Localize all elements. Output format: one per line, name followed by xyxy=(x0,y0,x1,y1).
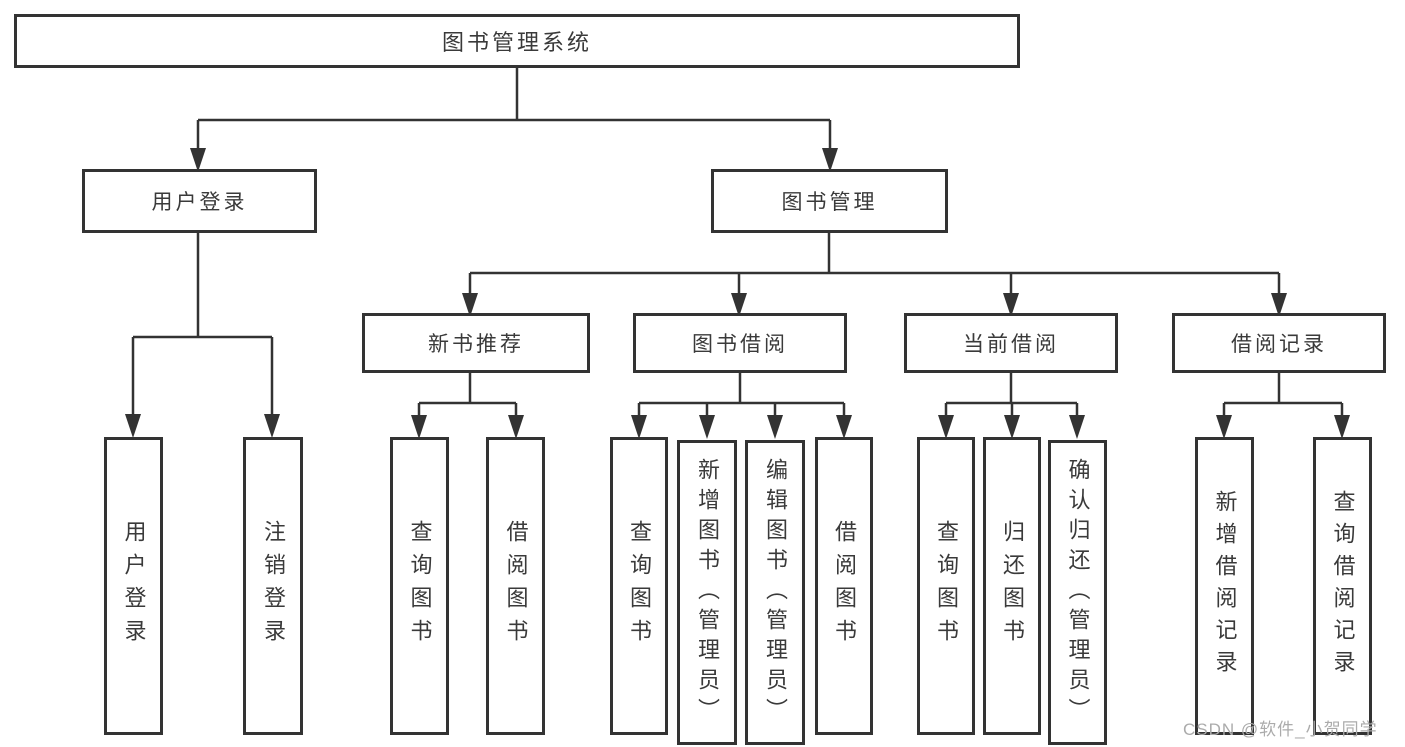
node-add-borrow-record: 新增借阅记录 xyxy=(1195,437,1254,735)
arrow-down-icon xyxy=(125,414,141,438)
node-add-book-admin: 新增图书（管理员） xyxy=(677,440,737,745)
arrow-down-icon xyxy=(264,414,280,438)
arrow-down-icon xyxy=(836,415,852,439)
node-book-management: 图书管理 xyxy=(711,169,948,233)
node-label: 查询借阅记录 xyxy=(1330,490,1356,682)
node-label: 查询图书 xyxy=(934,520,959,652)
node-label: 图书管理系统 xyxy=(441,30,592,55)
node-edit-book-admin: 编辑图书（管理员） xyxy=(745,440,805,745)
node-book-borrowing: 图书借阅 xyxy=(633,313,847,373)
node-new-book-recommendation: 新书推荐 xyxy=(362,313,590,373)
arrow-down-icon xyxy=(822,148,838,172)
node-borrow-books-borrowing: 借阅图书 xyxy=(815,437,873,735)
node-label: 新增图书（管理员） xyxy=(695,457,720,728)
node-label: 图书管理 xyxy=(781,191,878,214)
node-borrowing-records: 借阅记录 xyxy=(1172,313,1386,373)
arrow-down-icon xyxy=(1003,293,1019,317)
arrow-down-icon xyxy=(190,148,206,172)
connector-paths xyxy=(131,68,1344,417)
node-label: 用户登录 xyxy=(121,520,147,652)
node-return-books: 归还图书 xyxy=(983,437,1041,735)
node-label: 借阅图书 xyxy=(832,520,857,652)
node-logout: 注销登录 xyxy=(243,437,303,735)
arrow-down-icon xyxy=(767,415,783,439)
node-library-management-system: 图书管理系统 xyxy=(14,14,1020,68)
arrow-down-icon xyxy=(411,415,427,439)
watermark: CSDN @软件_小贺同学 xyxy=(1183,720,1378,739)
node-label: 新增借阅记录 xyxy=(1212,490,1238,682)
node-query-books-borrowing: 查询图书 xyxy=(610,437,668,735)
node-label: 借阅记录 xyxy=(1231,333,1327,356)
node-query-books-current: 查询图书 xyxy=(917,437,975,735)
arrow-down-icon xyxy=(1004,415,1020,439)
arrow-down-icon xyxy=(1271,293,1287,317)
node-user-login-leaf: 用户登录 xyxy=(104,437,163,735)
node-label: 借阅图书 xyxy=(503,520,529,652)
node-label: 注销登录 xyxy=(261,520,286,652)
node-label: 查询图书 xyxy=(407,520,433,652)
arrow-down-icon xyxy=(1069,415,1085,439)
node-label: 用户登录 xyxy=(151,191,248,214)
arrow-down-icon xyxy=(1216,415,1232,439)
node-borrow-books-recommend: 借阅图书 xyxy=(486,437,545,735)
arrow-down-icon xyxy=(731,293,747,317)
node-label: 查询图书 xyxy=(627,520,652,652)
arrow-down-icon xyxy=(938,415,954,439)
node-label: 编辑图书（管理员） xyxy=(763,457,788,728)
node-label: 当前借阅 xyxy=(963,333,1059,356)
arrow-down-icon xyxy=(1334,415,1350,439)
arrow-down-icon xyxy=(462,293,478,317)
node-label: 图书借阅 xyxy=(692,333,788,356)
node-user-login: 用户登录 xyxy=(82,169,317,233)
node-label: 归还图书 xyxy=(1000,520,1025,652)
arrow-down-icon xyxy=(699,415,715,439)
node-confirm-return-admin: 确认归还（管理员） xyxy=(1048,440,1107,745)
node-current-borrowing: 当前借阅 xyxy=(904,313,1118,373)
node-query-borrow-record: 查询借阅记录 xyxy=(1313,437,1372,735)
arrow-down-icon xyxy=(631,415,647,439)
node-label: 新书推荐 xyxy=(428,333,524,356)
arrow-down-icon xyxy=(508,415,524,439)
node-query-books-recommend: 查询图书 xyxy=(390,437,449,735)
node-label: 确认归还（管理员） xyxy=(1065,457,1091,728)
